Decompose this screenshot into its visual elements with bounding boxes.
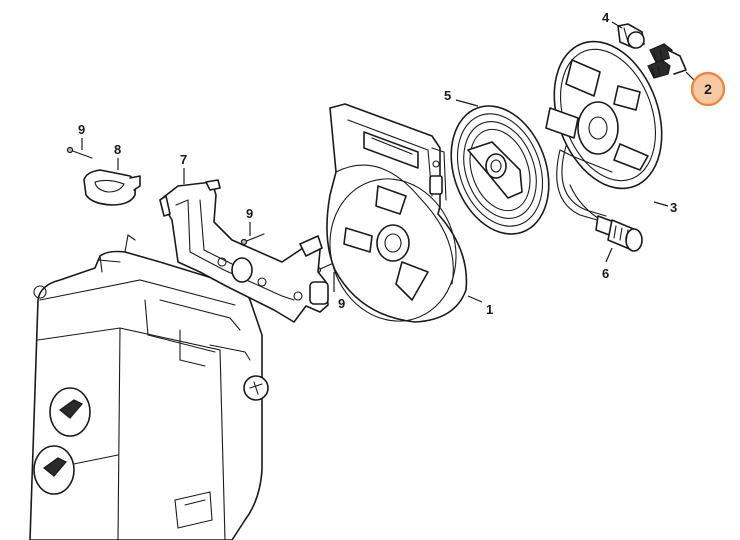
part-6-hose-fitting [569,184,643,252]
part-4-nozzle [617,23,645,49]
highlighted-callout-2: 2 [690,71,726,107]
part-1-reel-housing [326,103,468,323]
hub-opening-icon [376,224,410,262]
callout-8: 8 [114,142,121,157]
callout-9-middle: 9 [246,206,253,221]
callout-7: 7 [180,152,187,167]
leader-lines [81,21,697,303]
callout-2: 2 [704,81,712,97]
part-7-bracket [159,179,329,323]
highlight-circle-icon [690,71,726,107]
part-8-clip [83,169,141,206]
screw-9-middle-icon [240,233,265,246]
callout-3: 3 [670,200,677,215]
callout-1: 1 [486,302,493,317]
callout-labels: 9 8 7 9 9 1 5 4 3 6 [78,10,677,317]
screw-9-left-icon [66,146,93,159]
callout-9-right: 9 [338,296,345,311]
callout-5: 5 [444,88,451,103]
part-5-hose-coil [450,105,550,235]
callout-4: 4 [602,10,610,25]
part-3-drum [545,40,663,223]
callout-9-left: 9 [78,122,85,137]
machine-body [29,234,269,540]
callout-6: 6 [602,266,609,281]
part-2-fittings [647,43,687,79]
